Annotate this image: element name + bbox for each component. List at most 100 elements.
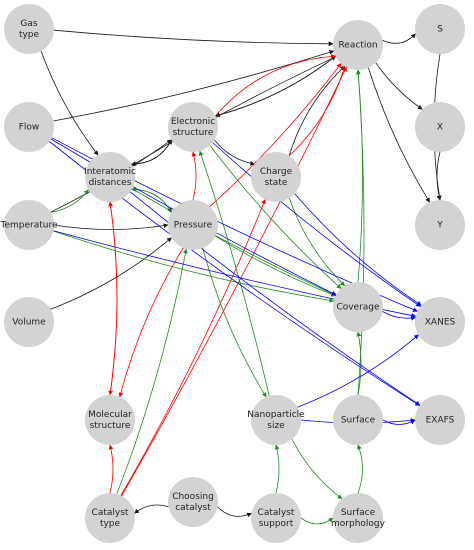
node-label: S xyxy=(437,25,443,35)
node-label: Charge xyxy=(260,167,293,177)
edge-surface-morphology-to-surface xyxy=(357,444,363,494)
edge-electronic-structure-to-reaction xyxy=(215,55,336,117)
node-reaction: Reaction xyxy=(333,20,383,70)
edge-choosing-catalyst-to-catalyst-type xyxy=(134,504,169,514)
node-coverage: Coverage xyxy=(333,282,383,332)
edge-reaction-to-s xyxy=(382,33,416,44)
edge-gas-type-to-reaction xyxy=(53,29,334,47)
node-label: Volume xyxy=(12,318,46,328)
node-label: Electronic xyxy=(171,117,215,127)
edge-catalyst-support-to-nanoparticle-size xyxy=(274,444,280,494)
node-label: EXAFS xyxy=(426,416,455,426)
edge-electronic-structure-to-coverage xyxy=(209,145,342,289)
node-label: structure xyxy=(90,421,131,431)
node-circle xyxy=(168,102,218,152)
node-circle xyxy=(333,395,383,445)
node-volume: Volume xyxy=(4,297,54,347)
edge-pressure-to-coverage xyxy=(215,235,337,297)
node-label: Pressure xyxy=(174,221,213,231)
edge-reaction-to-x xyxy=(375,62,423,110)
node-flow: Flow xyxy=(4,102,54,152)
edge-temperature-to-interatomic-distances xyxy=(50,189,89,213)
edge-temperature-to-pressure xyxy=(53,223,169,230)
node-circle xyxy=(85,493,135,543)
edge-charge-state-to-coverage xyxy=(288,197,346,287)
node-surface: Surface xyxy=(333,395,383,445)
node-circle xyxy=(251,152,301,202)
edge-reaction-to-interatomic-distances xyxy=(131,56,337,166)
node-circle xyxy=(4,102,54,152)
node-s: S xyxy=(415,4,465,54)
edge-electronic-structure-to-xanes xyxy=(212,142,421,307)
edge-surface-to-exafs xyxy=(382,419,416,425)
edge-nanoparticle-size-to-electronic-structure xyxy=(198,150,270,396)
node-label: size xyxy=(267,421,285,431)
node-label: Catalyst xyxy=(92,508,129,518)
edge-catalyst-type-to-pressure xyxy=(116,248,188,495)
edge-molecular-structure-to-interatomic-distances xyxy=(108,201,118,396)
edge-coverage-to-xanes xyxy=(382,311,416,321)
node-label: Choosing xyxy=(172,492,214,502)
node-label: Reaction xyxy=(338,41,377,51)
node-circle xyxy=(333,20,383,70)
node-label: state xyxy=(265,178,288,188)
edge-nanoparticle-size-to-surface-morphology xyxy=(291,439,343,500)
edge-temperature-to-coverage xyxy=(53,230,335,303)
node-circle xyxy=(4,297,54,347)
node-circle xyxy=(415,102,465,152)
edge-interatomic-distances-to-exafs xyxy=(129,191,421,406)
node-label: distances xyxy=(89,178,132,188)
edge-electronic-structure-to-reaction xyxy=(215,53,337,117)
node-circle xyxy=(168,477,218,527)
node-circle xyxy=(415,4,465,54)
node-label: Flow xyxy=(19,123,40,133)
edge-charge-state-to-reaction xyxy=(288,65,346,156)
edge-pressure-to-electronic-structure xyxy=(191,151,197,201)
node-label: Nanoparticle xyxy=(247,410,305,420)
node-circle xyxy=(415,200,465,250)
edge-charge-state-to-reaction xyxy=(288,65,346,157)
node-circle xyxy=(415,395,465,445)
edge-nanoparticle-size-to-xanes xyxy=(297,334,419,408)
edge-pressure-to-molecular-structure xyxy=(118,247,184,398)
node-circle xyxy=(415,297,465,347)
node-label: Surface xyxy=(341,416,376,426)
edge-electronic-structure-to-interatomic-distances xyxy=(130,139,172,167)
node-temperature: Temperature xyxy=(0,200,58,250)
node-label: type xyxy=(19,30,40,40)
edge-x-to-y xyxy=(436,151,442,201)
node-label: morphology xyxy=(331,519,386,529)
node-label: catalyst xyxy=(175,503,211,513)
edge-catalyst-support-to-surface-morphology xyxy=(300,517,334,525)
node-label: Surface xyxy=(341,508,376,518)
node-label: Interatomic xyxy=(84,167,136,177)
edge-choosing-catalyst-to-catalyst-support xyxy=(217,506,252,518)
node-label: Catalyst xyxy=(258,508,295,518)
node-y: Y xyxy=(415,200,465,250)
node-label: Temperature xyxy=(0,221,58,231)
node-circle xyxy=(85,395,135,445)
node-circle xyxy=(333,282,383,332)
node-circle xyxy=(85,152,135,202)
node-circle xyxy=(251,493,301,543)
node-circle xyxy=(251,395,301,445)
node-circle xyxy=(333,493,383,543)
edge-interatomic-distances-to-coverage xyxy=(131,188,337,296)
edge-volume-to-pressure xyxy=(50,237,172,310)
node-label: support xyxy=(259,519,294,529)
edge-interatomic-distances-to-electronic-structure xyxy=(131,139,172,165)
edge-surface-to-coverage xyxy=(356,331,362,396)
edge-reaction-to-y xyxy=(368,67,430,203)
edge-flow-to-reaction xyxy=(53,50,335,122)
edge-catalyst-type-to-molecular-structure xyxy=(108,444,114,494)
node-pressure: Pressure xyxy=(168,200,218,250)
